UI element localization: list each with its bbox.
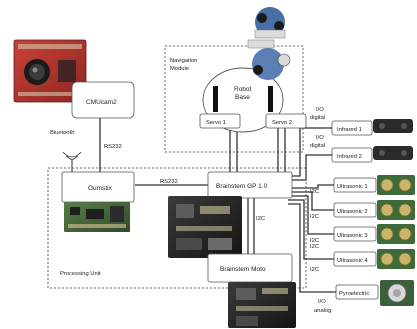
i2c-us4-label: I2C xyxy=(310,244,319,250)
servo-motor-top-image xyxy=(254,7,286,39)
io-digital-1-line2: digital xyxy=(310,115,325,121)
io-digital-2-line1: I/O xyxy=(316,135,324,141)
wire-gp-ultrasonic3 xyxy=(288,195,358,235)
ultrasonic1-node: Ultrasonic 1 xyxy=(333,177,377,193)
i2c-pyro-label: I2C xyxy=(310,267,319,273)
io-analog-line1: I/O xyxy=(318,299,326,305)
navigation-module-label-line2: Module xyxy=(170,66,189,72)
ultrasonic2-sensor-image xyxy=(377,200,415,220)
io-digital-1-line1: I/O xyxy=(316,107,324,113)
ultrasonic1-label: Ultrasonic 1 xyxy=(337,184,368,190)
infrared2-label: Infrared 2 xyxy=(337,154,362,160)
i2c-us1-label: I2C xyxy=(310,189,319,195)
wire-gp-pyroelectric xyxy=(288,203,338,293)
servo-motor-bottom-image xyxy=(247,39,291,80)
brainstem-moto-label: Brainstem Moto xyxy=(220,266,266,273)
infrared1-node: Infrared 1 xyxy=(331,120,373,136)
rs232-gp-label: RS232 xyxy=(160,179,178,185)
infrared2-sensor-image xyxy=(373,146,413,160)
pyroelectric-label: Pyroelectric xyxy=(339,291,369,297)
brainstem-gp-board-image xyxy=(168,196,242,258)
brainstem-moto-node: Brainstem Moto xyxy=(207,253,293,283)
ultrasonic3-label: Ultrasonic 3 xyxy=(337,233,368,239)
cmucam-board-image xyxy=(13,39,87,103)
cmucam-node: CMUcam2 xyxy=(71,81,135,119)
io-digital-2-line2: digital xyxy=(310,143,325,149)
servo2-node: Servo 2 xyxy=(265,113,307,129)
ultrasonic4-node: Ultrasonic 4 xyxy=(333,251,377,267)
wire-gp-ultrasonic4 xyxy=(288,199,358,260)
ultrasonic4-sensor-image xyxy=(377,249,415,269)
cmucam-label: CMUcam2 xyxy=(86,99,117,106)
processing-unit-label: Processing Unit xyxy=(60,271,101,277)
servo1-node: Servo 1 xyxy=(199,113,241,129)
gumstix-board-image xyxy=(64,202,130,232)
ultrasonic2-node: Ultrasonic 2 xyxy=(333,202,377,218)
ultrasonic3-sensor-image xyxy=(377,224,415,244)
link-labels: I/O digital I/O digital I2C I2C I2C I2C … xyxy=(310,107,331,314)
wire-gp-infrared1 xyxy=(288,127,362,177)
robot-base-label-line2: Base xyxy=(235,94,250,101)
i2c-us2-label: I2C xyxy=(310,214,319,220)
ultrasonic4-label: Ultrasonic 4 xyxy=(337,258,368,264)
io-analog-line2: analog xyxy=(314,308,331,314)
servo1-label: Servo 1 xyxy=(206,120,226,126)
navigation-module-region: Navigation Module xyxy=(164,45,304,153)
pyroelectric-sensor-image xyxy=(380,280,414,306)
ultrasonic1-sensor-image xyxy=(377,175,415,195)
ultrasonic3-node: Ultrasonic 3 xyxy=(333,226,377,242)
gumstix-label: Gumstix xyxy=(88,185,113,192)
robot-base-label-line1: Robot xyxy=(234,86,252,93)
processing-unit-region: Processing Unit xyxy=(47,167,307,289)
ultrasonic2-label: Ultrasonic 2 xyxy=(337,209,368,215)
infrared1-label: Infrared 1 xyxy=(337,127,362,133)
brainstem-gp-node: Brainstem GP 1.0 xyxy=(207,171,293,199)
brainstem-gp-label: Brainstem GP 1.0 xyxy=(216,183,268,190)
rs232-cam-label: RS232 xyxy=(104,144,122,150)
brainstem-moto-board-image xyxy=(228,282,296,328)
gumstix-node: Gumstix xyxy=(61,171,135,203)
i2c-moto-label: I2C xyxy=(256,216,265,222)
pyroelectric-node: Pyroelectric xyxy=(335,284,379,300)
i2c-us3-label: I2C xyxy=(310,238,319,244)
infrared2-node: Infrared 2 xyxy=(331,147,373,163)
navigation-module-label-line1: Navigation xyxy=(170,58,197,64)
servo2-label: Servo 2 xyxy=(272,120,292,126)
infrared1-sensor-image xyxy=(373,119,413,133)
bluetooth-label: Bluetooth xyxy=(50,130,75,136)
